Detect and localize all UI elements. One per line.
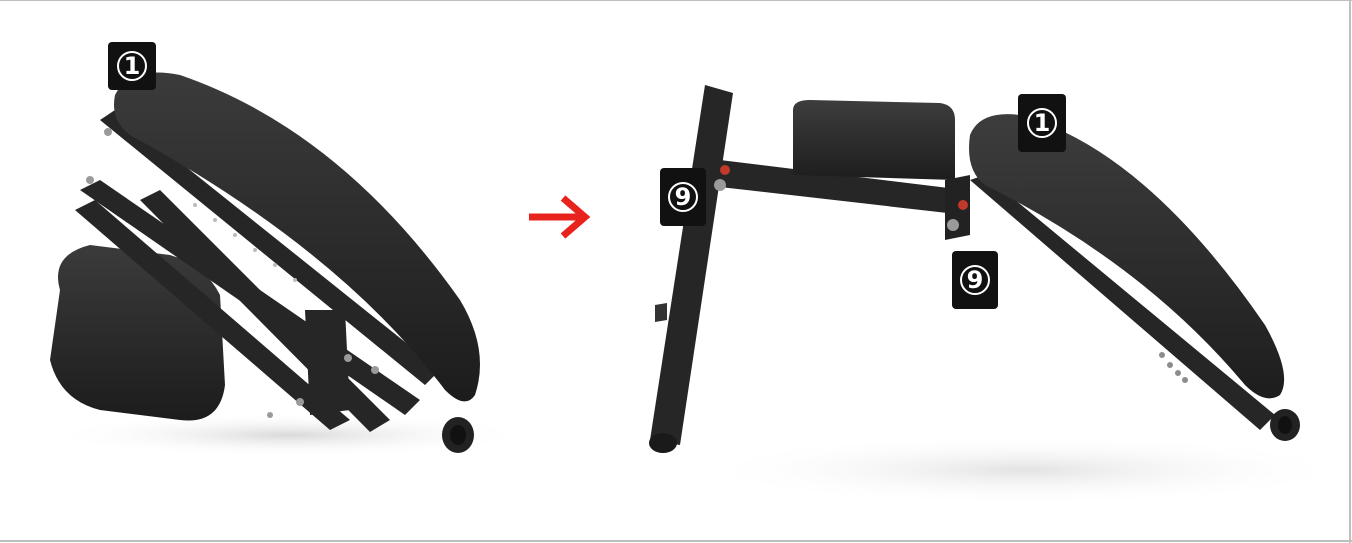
callout-part-1-unfolded: 1 xyxy=(1018,94,1066,152)
backrest-pad xyxy=(969,114,1284,398)
callout-number: 1 xyxy=(117,51,147,81)
callout-part-1-folded: 1 xyxy=(108,42,156,90)
floor-shadow xyxy=(695,435,1325,505)
seat-pad xyxy=(793,100,955,180)
callout-number: 1 xyxy=(1027,108,1057,138)
right-arrow-icon xyxy=(525,192,595,242)
callout-pin-9-right: 9 xyxy=(952,251,998,309)
callout-number: 9 xyxy=(668,182,698,212)
front-leg xyxy=(650,85,733,445)
frame-top-border xyxy=(0,0,1352,1)
frame-right-border xyxy=(1349,0,1351,543)
folded-bench-illustration xyxy=(20,40,540,510)
callout-pin-9-left: 9 xyxy=(660,168,706,226)
frame-bottom-border xyxy=(0,540,1352,542)
callout-number: 9 xyxy=(960,265,990,295)
